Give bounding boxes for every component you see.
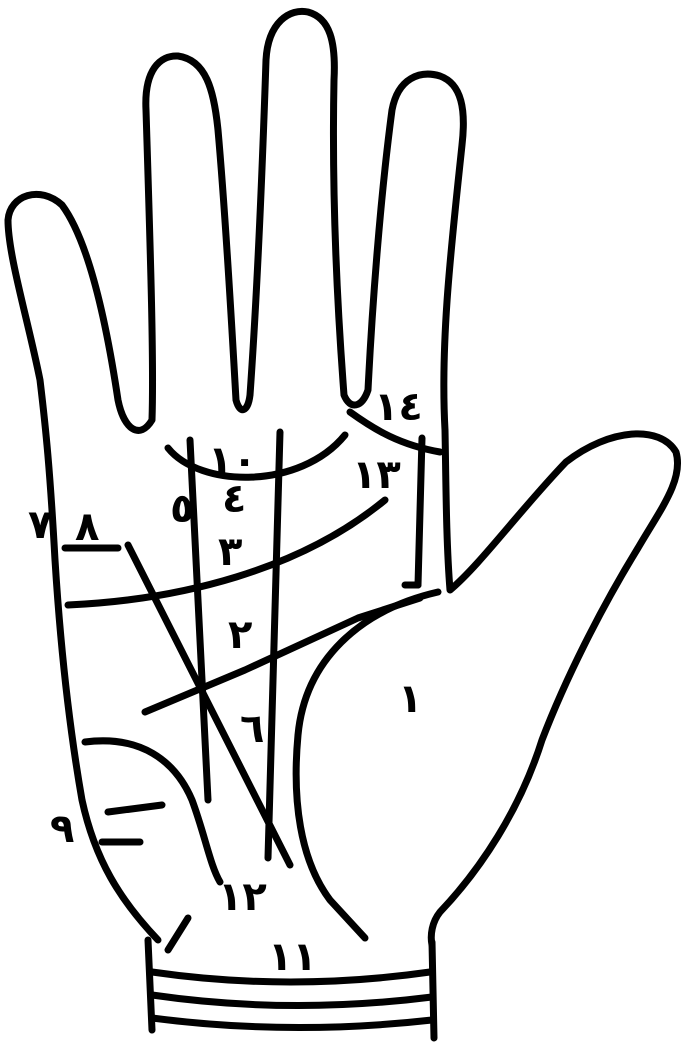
label-3: ٣: [218, 529, 242, 575]
life-line: [296, 592, 438, 938]
label-9: ٩: [50, 806, 74, 852]
label-2: ٢: [228, 612, 252, 658]
mount-stroke-upper: [108, 805, 162, 812]
label-1: ١: [398, 676, 422, 722]
label-14: ١٤: [374, 384, 423, 430]
label-11: ١١: [268, 934, 317, 980]
wrist-band-3: [152, 1018, 432, 1028]
little-finger-line-inner: [418, 438, 422, 585]
wrist-left-edge: [148, 940, 152, 1030]
wrist-band-2: [152, 995, 432, 1006]
label-10: ١٠: [208, 438, 257, 484]
label-6: ٦: [240, 706, 264, 752]
wrist-crease: [168, 918, 188, 950]
label-12: ١٢: [218, 874, 267, 920]
label-7: ٧: [28, 502, 52, 548]
diagonal-line: [128, 545, 290, 865]
fate-line-right: [268, 432, 280, 858]
label-8: ٨: [75, 504, 99, 550]
hand-outline: [8, 11, 678, 945]
wrist-right-edge: [432, 942, 434, 1038]
label-13: ١٣: [352, 452, 401, 498]
label-5: ٥: [170, 486, 194, 532]
